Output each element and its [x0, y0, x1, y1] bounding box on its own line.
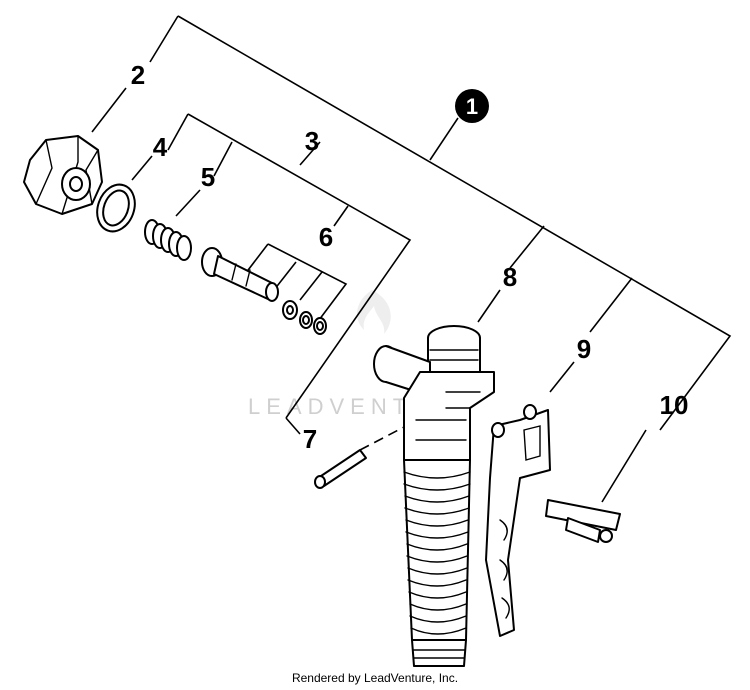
hose-ridges — [403, 471, 471, 635]
part-clip — [545, 499, 621, 543]
part-valve-stem — [201, 247, 279, 302]
callout-9: 9 — [577, 334, 591, 364]
callout-10: 10 — [660, 390, 689, 420]
callouts: 1 2 3 4 5 6 7 8 9 10 — [131, 60, 689, 454]
part-handle-lever — [485, 404, 551, 637]
callout-5: 5 — [201, 162, 215, 192]
part-hex-nut — [23, 135, 103, 215]
callout-6: 6 — [319, 222, 333, 252]
callout-1-label: 1 — [466, 94, 478, 119]
callout-1: 1 — [455, 89, 489, 123]
part-valve-body — [373, 325, 495, 667]
callout-4: 4 — [153, 132, 168, 162]
callout-8: 8 — [503, 262, 517, 292]
callout-3: 3 — [305, 126, 319, 156]
leader-lines — [91, 15, 732, 503]
part-o-ring — [96, 183, 136, 233]
callout-7: 7 — [303, 424, 317, 454]
footer-credit: Rendered by LeadVenture, Inc. — [292, 671, 458, 685]
part-small-o-rings — [282, 300, 327, 335]
callout-2: 2 — [131, 60, 145, 90]
part-pin — [314, 449, 367, 489]
watermark-flame-icon — [357, 290, 391, 334]
part-spring — [144, 219, 192, 261]
